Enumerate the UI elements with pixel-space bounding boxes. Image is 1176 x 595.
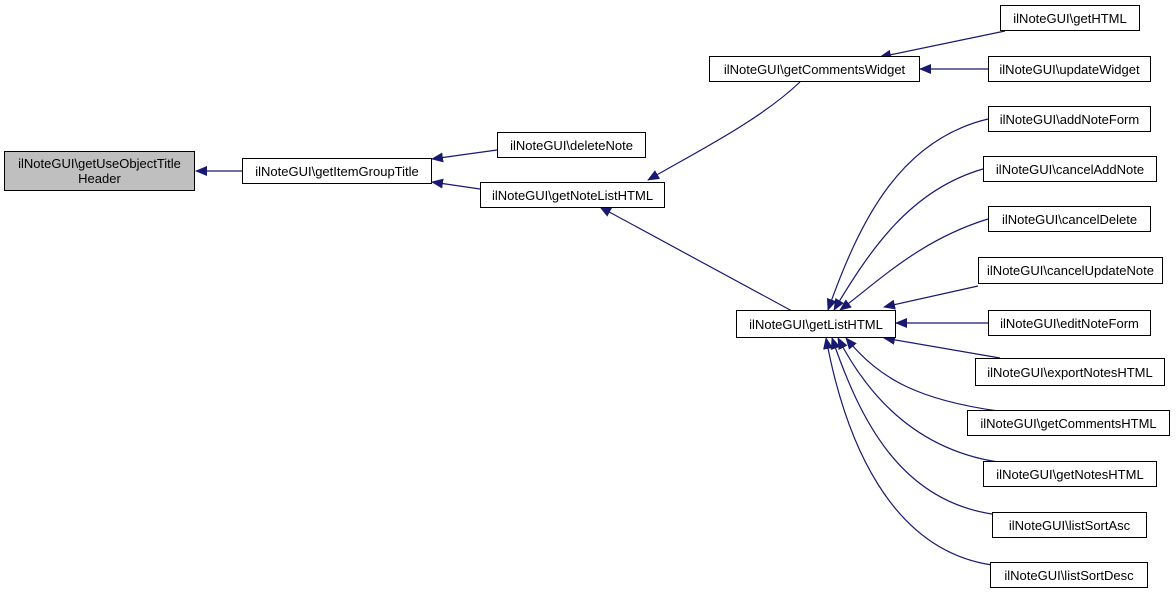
edge-listSortDesc-to-getListHTML xyxy=(823,337,993,566)
edge-addNoteForm-to-getListHTML xyxy=(826,118,989,311)
node-deleteNote[interactable]: ilNoteGUI\deleteNote xyxy=(497,132,646,158)
edge-cancelDelete-to-getListHTML xyxy=(839,218,989,311)
edge-getNoteListHTML-to-getItemGroupTitle xyxy=(431,178,481,190)
edge-deleteNote-to-getItemGroupTitle xyxy=(431,149,498,163)
node-cancelUpdateNote[interactable]: ilNoteGUI\cancelUpdateNote xyxy=(978,257,1163,284)
edge-getHTML-to-getCommentsWidget xyxy=(879,30,1006,60)
node-listSortAsc[interactable]: ilNoteGUI\listSortAsc xyxy=(992,512,1147,538)
node-listSortDesc[interactable]: ilNoteGUI\listSortDesc xyxy=(990,562,1148,588)
node-cancelDelete[interactable]: ilNoteGUI\cancelDelete xyxy=(988,206,1151,232)
node-editNoteForm[interactable]: ilNoteGUI\editNoteForm xyxy=(988,310,1151,336)
node-updateWidget[interactable]: ilNoteGUI\updateWidget xyxy=(988,56,1151,82)
edge-getListHTML-to-getNoteListHTML xyxy=(599,206,793,312)
node-exportNotesHTML[interactable]: ilNoteGUI\exportNotesHTML xyxy=(975,358,1165,386)
edge-cancelUpdateNote-to-getListHTML xyxy=(883,285,979,310)
node-getNoteListHTML[interactable]: ilNoteGUI\getNoteListHTML xyxy=(480,182,665,208)
node-label-line2: Header xyxy=(78,171,121,186)
node-getItemGroupTitle[interactable]: ilNoteGUI\getItemGroupTitle xyxy=(242,158,432,184)
node-label-line1: ilNoteGUI\getUseObjectTitle xyxy=(18,156,181,171)
edge-listSortAsc-to-getListHTML xyxy=(830,337,993,515)
edge-exportNotesHTML-to-getListHTML xyxy=(883,334,1001,359)
node-addNoteForm[interactable]: ilNoteGUI\addNoteForm xyxy=(988,106,1151,132)
node-getNotesHTML[interactable]: ilNoteGUI\getNotesHTML xyxy=(983,461,1157,487)
node-getListHTML[interactable]: ilNoteGUI\getListHTML xyxy=(736,310,896,338)
node-getCommentsWidget[interactable]: ilNoteGUI\getCommentsWidget xyxy=(709,56,920,82)
node-getCommentsHTML[interactable]: ilNoteGUI\getCommentsHTML xyxy=(967,410,1170,436)
edge-cancelAddNote-to-getListHTML xyxy=(833,168,984,311)
node-getHTML[interactable]: ilNoteGUI\getHTML xyxy=(1000,5,1140,31)
edge-getCommentsWidget-to-getNoteListHTML xyxy=(647,81,801,181)
edge-getNotesHTML-to-getListHTML xyxy=(837,337,999,463)
edge-getCommentsHTML-to-getListHTML xyxy=(845,337,999,412)
node-cancelAddNote[interactable]: ilNoteGUI\cancelAddNote xyxy=(983,156,1157,182)
node-getUseObjectTitleHeader: ilNoteGUI\getUseObjectTitle Header xyxy=(4,151,195,191)
